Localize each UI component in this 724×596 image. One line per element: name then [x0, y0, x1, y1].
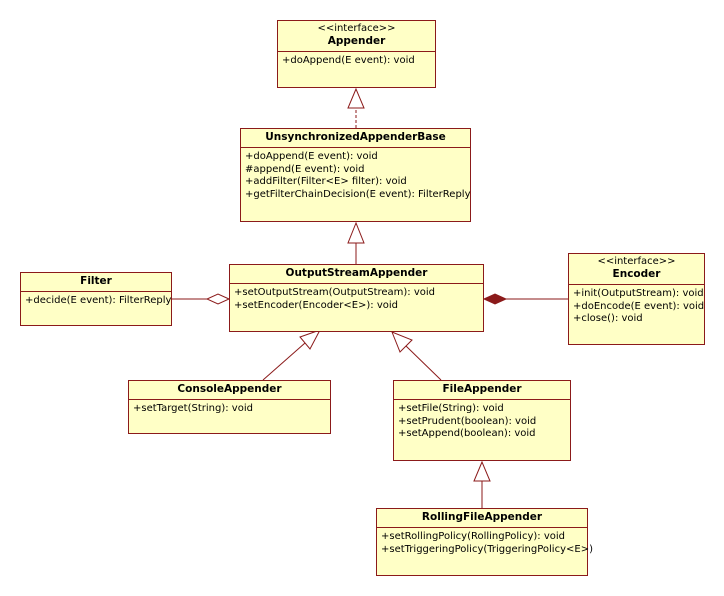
- operation: +setAppend(boolean): void: [398, 428, 536, 439]
- class-box-output-stream-appender: OutputStreamAppender +setOutputStream(Ou…: [229, 264, 484, 332]
- class-box-file-appender: FileAppender +setFile(String): void +set…: [393, 380, 571, 461]
- class-header: <<interface>> Appender: [278, 21, 435, 52]
- class-name: RollingFileAppender: [421, 511, 543, 523]
- class-box-console-appender: ConsoleAppender +setTarget(String): void: [128, 380, 331, 434]
- operations-list: +doAppend(E event): void: [278, 52, 435, 71]
- class-name: Appender: [327, 35, 386, 47]
- class-name: Encoder: [612, 268, 661, 280]
- class-header: FileAppender: [394, 381, 570, 400]
- class-box-unsynchronized-appender-base: UnsynchronizedAppenderBase +doAppend(E e…: [240, 128, 471, 222]
- realization-arrowhead: [347, 87, 365, 109]
- class-header: RollingFileAppender: [377, 509, 587, 528]
- generalization-line: [405, 345, 442, 381]
- class-header: OutputStreamAppender: [230, 265, 483, 284]
- operation: +init(OutputStream): void: [573, 288, 704, 299]
- stereotype-label: <<interface>>: [597, 256, 676, 267]
- operation: +setOutputStream(OutputStream): void: [234, 287, 436, 298]
- generalization-arrowhead: [299, 329, 322, 350]
- class-name: UnsynchronizedAppenderBase: [265, 131, 446, 143]
- operations-list: +setOutputStream(OutputStream): void +se…: [230, 284, 483, 315]
- class-name: Filter: [80, 275, 112, 287]
- class-header: <<interface>> Encoder: [569, 254, 704, 285]
- operations-list: +setTarget(String): void: [129, 400, 330, 419]
- generalization-line: [262, 342, 306, 381]
- operation: +decide(E event): FilterReply: [25, 295, 172, 306]
- aggregation-diamond: [205, 293, 231, 305]
- class-box-filter: Filter +decide(E event): FilterReply: [20, 272, 172, 326]
- class-box-appender: <<interface>> Appender +doAppend(E event…: [277, 20, 436, 88]
- operation: +doEncode(E event): void: [573, 300, 705, 312]
- class-header: ConsoleAppender: [129, 381, 330, 400]
- operation: +setFile(String): void: [398, 403, 504, 414]
- class-box-rolling-file-appender: RollingFileAppender +setRollingPolicy(Ro…: [376, 508, 593, 576]
- class-name: ConsoleAppender: [177, 383, 282, 395]
- operation: +addFilter(Filter<E> filter): void: [245, 176, 407, 187]
- operations-list: +doAppend(E event): void #append(E event…: [241, 148, 471, 204]
- class-header: Filter: [21, 273, 171, 292]
- class-box-encoder: <<interface>> Encoder +init(OutputStream…: [568, 253, 705, 345]
- operation: +getFilterChainDecision(E event): Filter…: [245, 188, 471, 200]
- class-header: UnsynchronizedAppenderBase: [241, 129, 470, 148]
- operation: +setRollingPolicy(RollingPolicy): void: [381, 531, 565, 542]
- generalization-arrowhead: [391, 331, 413, 353]
- operations-list: +decide(E event): FilterReply: [21, 292, 171, 311]
- operation: #append(E event): void: [245, 163, 365, 175]
- operations-list: +setFile(String): void +setPrudent(boole…: [394, 400, 570, 444]
- operations-list: +init(OutputStream): void +doEncode(E ev…: [569, 285, 704, 329]
- operation: +doAppend(E event): void: [282, 55, 415, 66]
- class-name: OutputStreamAppender: [285, 267, 428, 279]
- operation: +close(): void: [573, 313, 643, 324]
- operation: +setPrudent(boolean): void: [398, 415, 537, 427]
- stereotype-label: <<interface>>: [317, 23, 396, 34]
- operation: +setEncoder(Encoder<E>): void: [234, 299, 399, 311]
- operation: +doAppend(E event): void: [245, 151, 378, 162]
- operations-list: +setRollingPolicy(RollingPolicy): void +…: [377, 528, 593, 559]
- composition-diamond: [482, 293, 508, 305]
- operation: +setTarget(String): void: [133, 403, 253, 414]
- generalization-arrowhead: [473, 460, 491, 482]
- operation: +setTriggeringPolicy(TriggeringPolicy<E>…: [381, 543, 593, 555]
- class-name: FileAppender: [442, 383, 522, 395]
- generalization-arrowhead: [347, 221, 365, 244]
